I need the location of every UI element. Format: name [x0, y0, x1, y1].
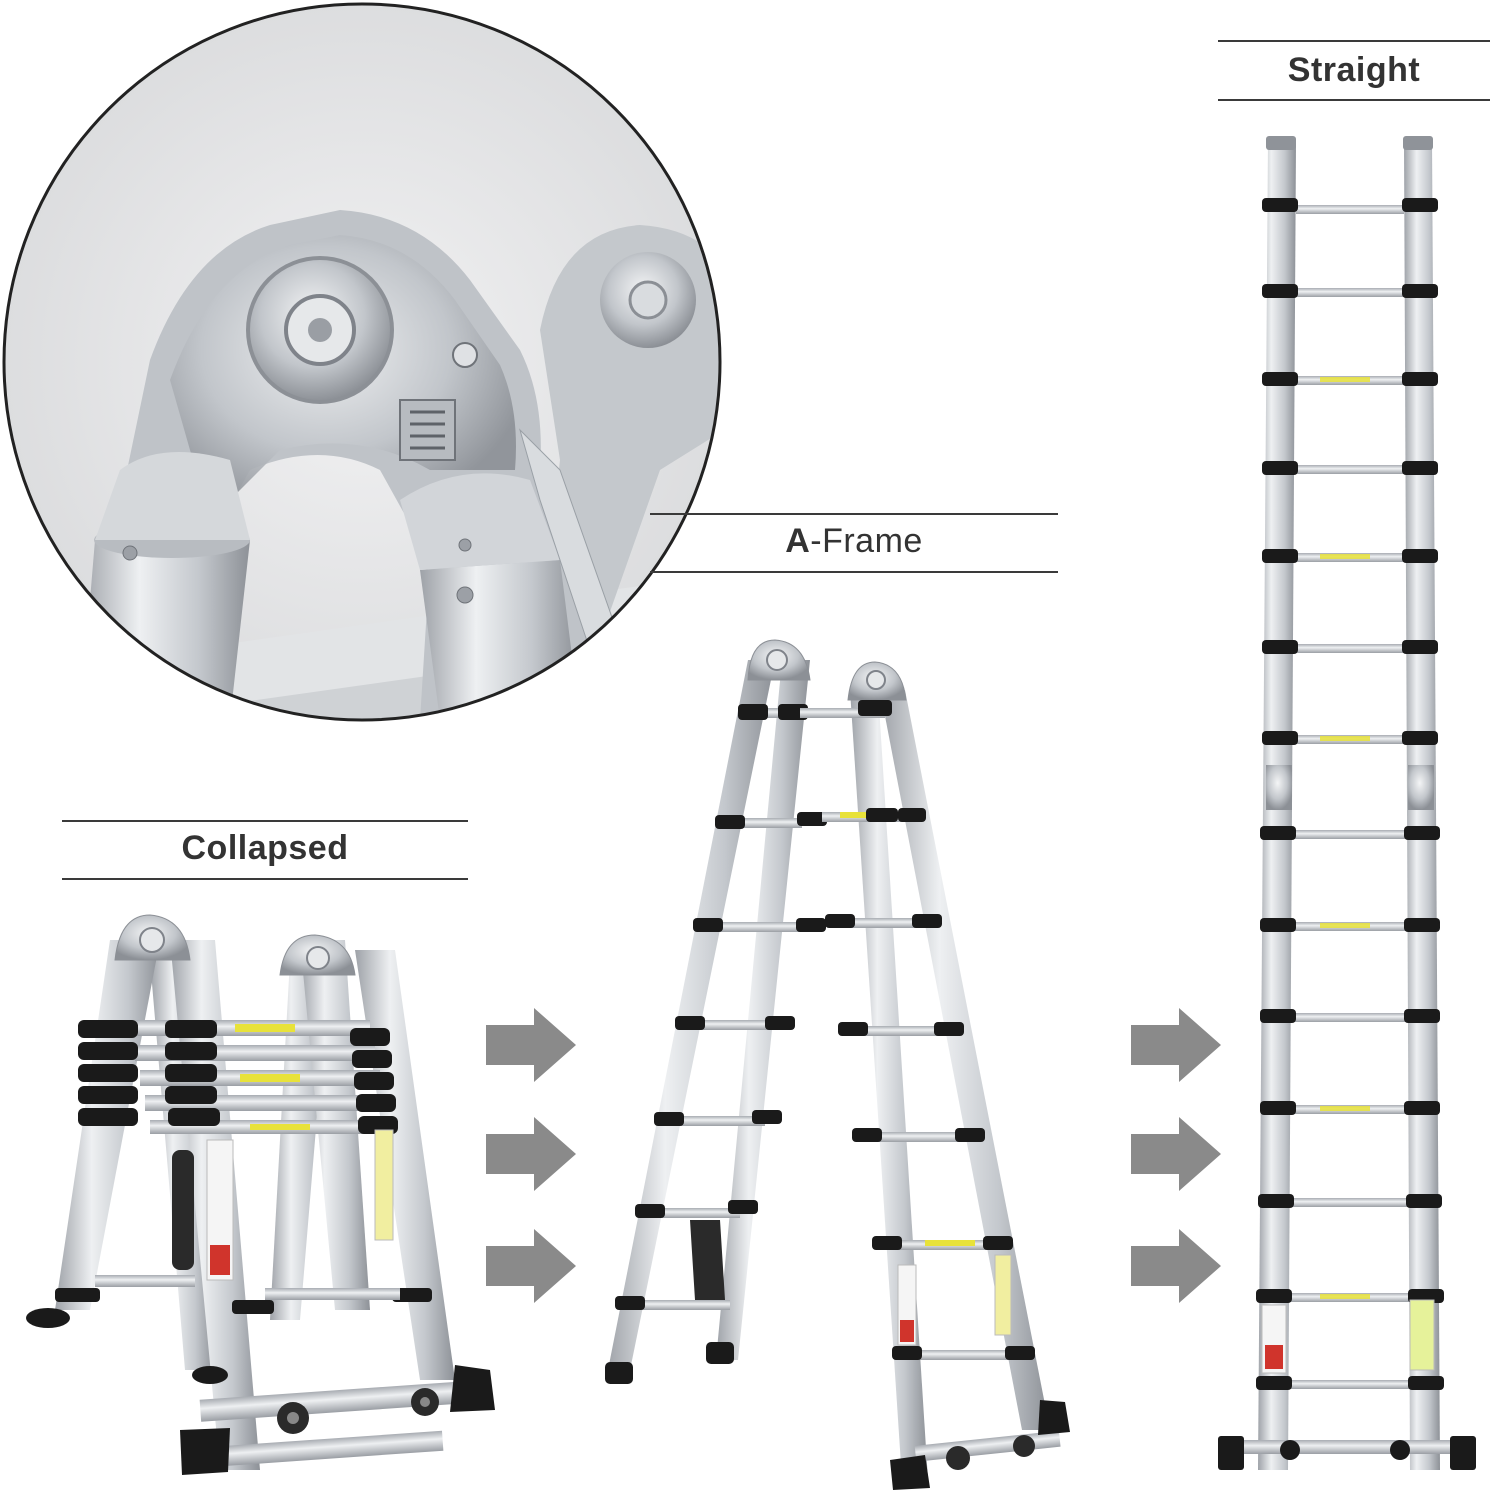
rule-bottom — [1218, 99, 1490, 101]
arrow-right-icon — [1131, 1008, 1221, 1082]
aframe-label: A-Frame — [650, 513, 1058, 575]
rule-bottom — [650, 571, 1058, 573]
arrow-right-icon — [1131, 1117, 1221, 1191]
hinge-closeup-photo — [2, 2, 722, 722]
aframe-label-rest: -Frame — [810, 522, 923, 560]
rule-bottom — [62, 878, 468, 880]
aframe-label-bold: A — [785, 522, 811, 560]
rule-top — [62, 820, 468, 822]
straight-label: Straight — [1218, 40, 1490, 104]
arrow-right-icon — [486, 1008, 576, 1082]
arrows-aframe-to-straight — [1131, 1008, 1221, 1303]
a-frame-ladder-image — [605, 639, 1070, 1490]
arrows-collapsed-to-aframe — [486, 1008, 576, 1303]
arrow-right-icon — [486, 1117, 576, 1191]
arrow-right-icon — [1131, 1229, 1221, 1303]
aframe-label-text: A-Frame — [650, 522, 1058, 561]
rule-top — [650, 513, 1058, 515]
arrow-right-icon — [486, 1229, 576, 1303]
straight-label-text: Straight — [1287, 51, 1421, 89]
collapsed-label: Collapsed — [62, 820, 468, 882]
straight-ladder-image — [1218, 136, 1476, 1470]
rule-top — [1218, 40, 1490, 42]
collapsed-ladder-image — [26, 914, 495, 1475]
collapsed-label-text: Collapsed — [181, 829, 349, 867]
